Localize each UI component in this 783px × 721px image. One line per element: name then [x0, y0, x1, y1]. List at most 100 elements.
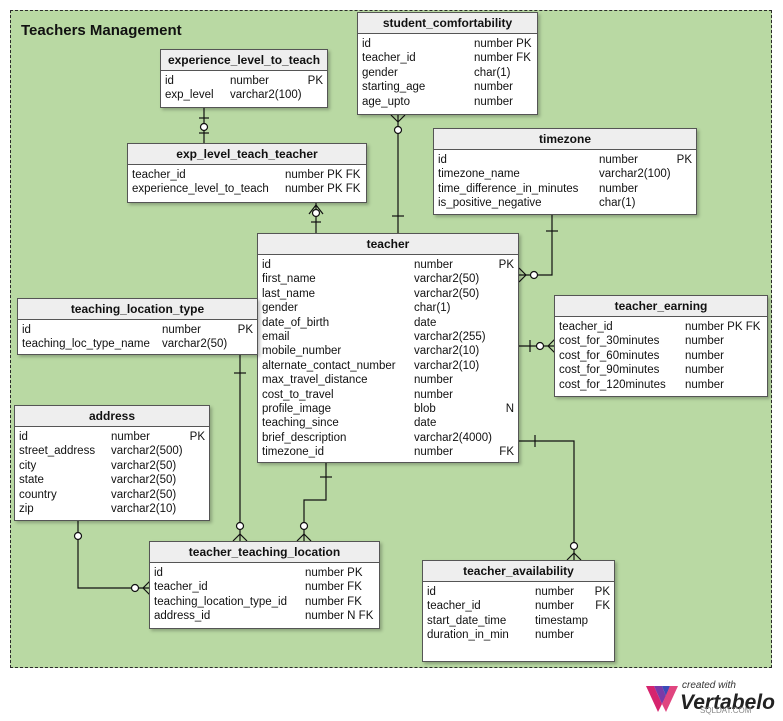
- column-type: number: [414, 446, 453, 459]
- column-key: PK: [676, 154, 692, 166]
- column-name: teacher_id: [154, 581, 208, 594]
- column-row: alternate_contact_number varchar2(10): [262, 359, 514, 373]
- column-key: PK: [307, 75, 323, 87]
- column-type: varchar2(50): [414, 273, 480, 286]
- column-name: is_positive_negative: [438, 197, 542, 210]
- column-type: number: [414, 388, 453, 401]
- column-name: last_name: [262, 287, 316, 300]
- column-type: number: [535, 629, 574, 642]
- column-row: time_difference_in_minutes number: [438, 182, 692, 196]
- diagram-title: Teachers Management: [21, 22, 182, 39]
- column-type: varchar2(255): [414, 330, 486, 343]
- column-name: email: [262, 330, 290, 343]
- column-type: varchar2(10): [414, 359, 480, 372]
- table-name: teaching_location_type: [18, 299, 257, 320]
- relation-location-type-teaching-location: [232, 355, 248, 542]
- column-name: gender: [362, 66, 398, 79]
- column-type: number: [685, 349, 724, 362]
- column-name: city: [19, 459, 37, 472]
- relation-exp-level-link: [199, 108, 209, 143]
- logo-wordmark: Vertabelo: [680, 691, 775, 714]
- column-type: number PK: [305, 567, 363, 579]
- table-name: exp_level_teach_teacher: [128, 144, 366, 165]
- column-name: cost_for_90minutes: [559, 364, 660, 377]
- column-row: email varchar2(255): [262, 330, 514, 344]
- logo-caption: created with: [682, 680, 736, 691]
- column-type: number: [414, 374, 453, 387]
- column-type: varchar2(50): [111, 488, 177, 501]
- column-name: alternate_contact_number: [262, 359, 396, 372]
- column-name: street_address: [19, 445, 96, 458]
- column-row: teacher_id number FK: [154, 580, 375, 594]
- column-name: time_difference_in_minutes: [438, 182, 579, 195]
- column-name: mobile_number: [262, 345, 342, 358]
- column-type: blob: [414, 402, 436, 415]
- column-name: exp_level: [165, 89, 214, 102]
- column-type: number PK FK: [285, 169, 361, 181]
- table-name: teacher_teaching_location: [150, 542, 379, 563]
- column-type: char(1): [474, 66, 511, 79]
- column-name: brief_description: [262, 431, 347, 444]
- column-name: address_id: [154, 610, 211, 623]
- column-row: id number PK: [22, 323, 253, 337]
- column-name: start_date_time: [427, 614, 507, 627]
- column-type: number: [685, 335, 724, 348]
- vertabelo-logo: created with Vertabelo: [646, 680, 776, 716]
- relation-teacher-earning: [519, 338, 556, 354]
- column-key: PK: [237, 324, 253, 336]
- column-type: number FK: [474, 52, 531, 65]
- column-name: id: [362, 38, 371, 50]
- column-name: teaching_loc_type_name: [22, 338, 150, 351]
- column-type: number: [599, 182, 638, 195]
- column-type: number FK: [305, 595, 362, 608]
- column-name: id: [22, 324, 31, 336]
- column-type: number: [162, 324, 201, 336]
- column-name: state: [19, 474, 44, 487]
- column-type: number: [230, 75, 269, 87]
- column-name: max_travel_distance: [262, 374, 368, 387]
- column-row: teaching_location_type_id number FK: [154, 595, 375, 609]
- column-name: id: [427, 586, 436, 598]
- column-name: teaching_location_type_id: [154, 595, 287, 608]
- column-type: number FK: [305, 581, 362, 594]
- column-name: cost_for_120minutes: [559, 378, 666, 391]
- vertabelo-logo-icon: [646, 686, 678, 712]
- column-name: starting_age: [362, 81, 426, 94]
- table-name: teacher_availability: [423, 561, 614, 582]
- column-type: timestamp: [535, 614, 589, 627]
- relation-teacher-exp-level-link: [308, 203, 324, 233]
- table-name: teacher: [258, 234, 518, 255]
- column-key: FK: [595, 600, 610, 613]
- column-type: varchar2(10): [414, 345, 480, 358]
